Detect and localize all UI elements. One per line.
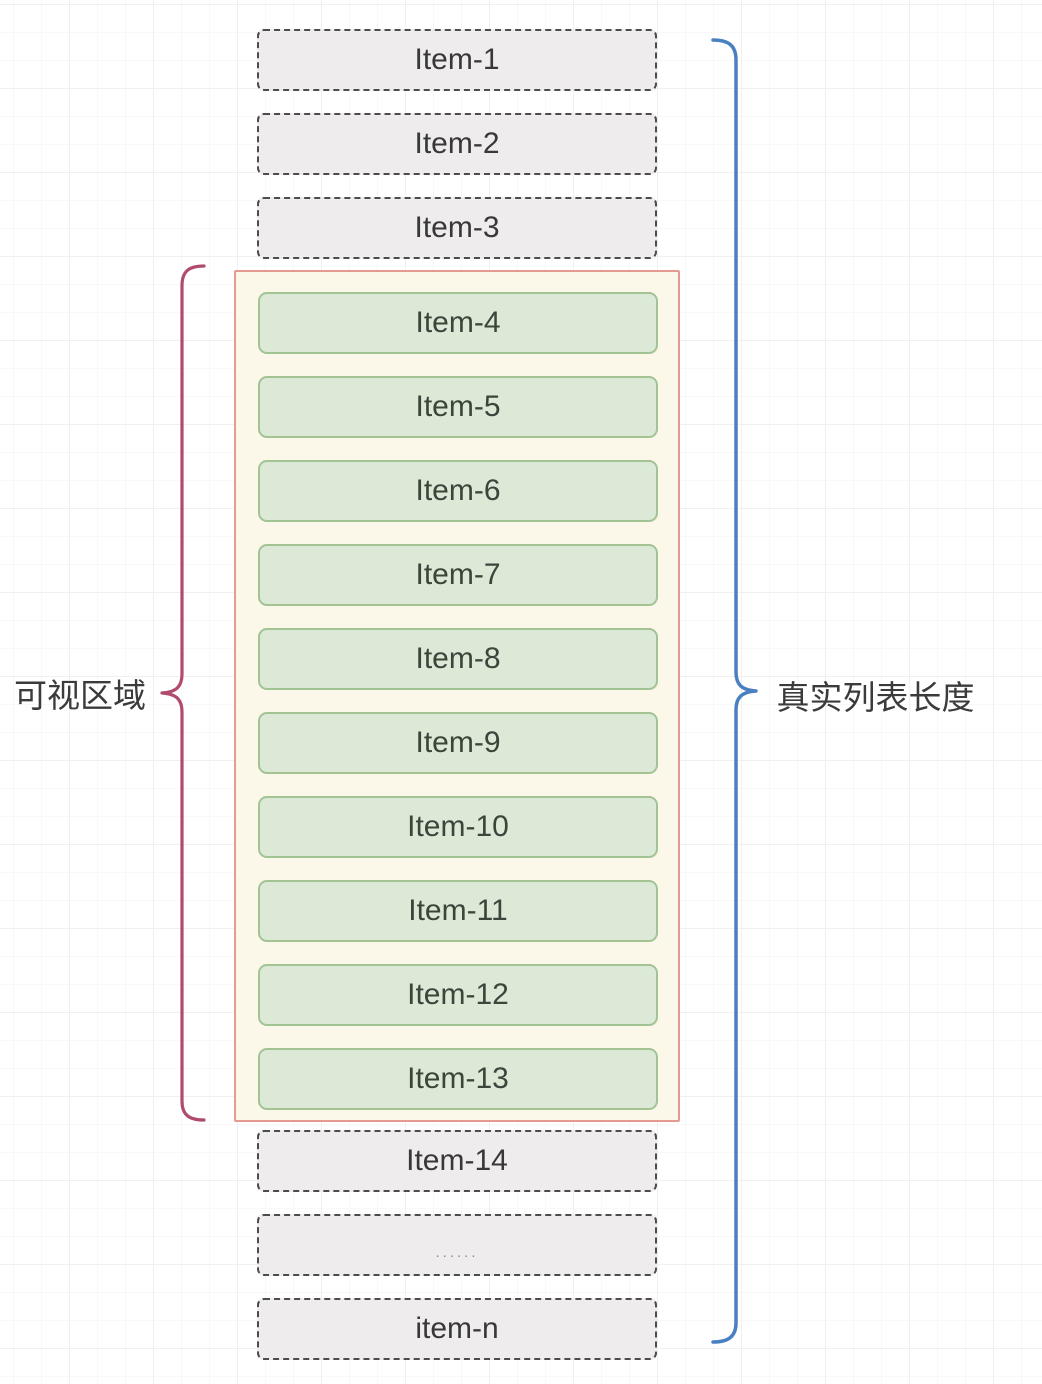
visible-list-item: Item-13: [258, 1048, 658, 1110]
visible-list-item: Item-8: [258, 628, 658, 690]
hidden-list-item: item-n: [257, 1298, 657, 1360]
hidden-list-item: Item-3: [257, 197, 657, 259]
visible-area-label: 可视区域: [14, 677, 146, 714]
visible-list-item: Item-6: [258, 460, 658, 522]
hidden-list-item: Item-2: [257, 113, 657, 175]
visible-list-item: Item-5: [258, 376, 658, 438]
visible-list-item: Item-10: [258, 796, 658, 858]
hidden-list-item: Item-14: [257, 1130, 657, 1192]
visible-list-item: Item-12: [258, 964, 658, 1026]
hidden-list-item-ellipsis: ......: [257, 1214, 657, 1276]
right-brace: [711, 38, 758, 1344]
real-list-length-label: 真实列表长度: [776, 679, 975, 716]
visible-list-item: Item-11: [258, 880, 658, 942]
visible-list-item: Item-9: [258, 712, 658, 774]
visible-list-item: Item-4: [258, 292, 658, 354]
hidden-list-item: Item-1: [257, 29, 657, 91]
visible-list-item: Item-7: [258, 544, 658, 606]
left-brace: [160, 264, 206, 1122]
